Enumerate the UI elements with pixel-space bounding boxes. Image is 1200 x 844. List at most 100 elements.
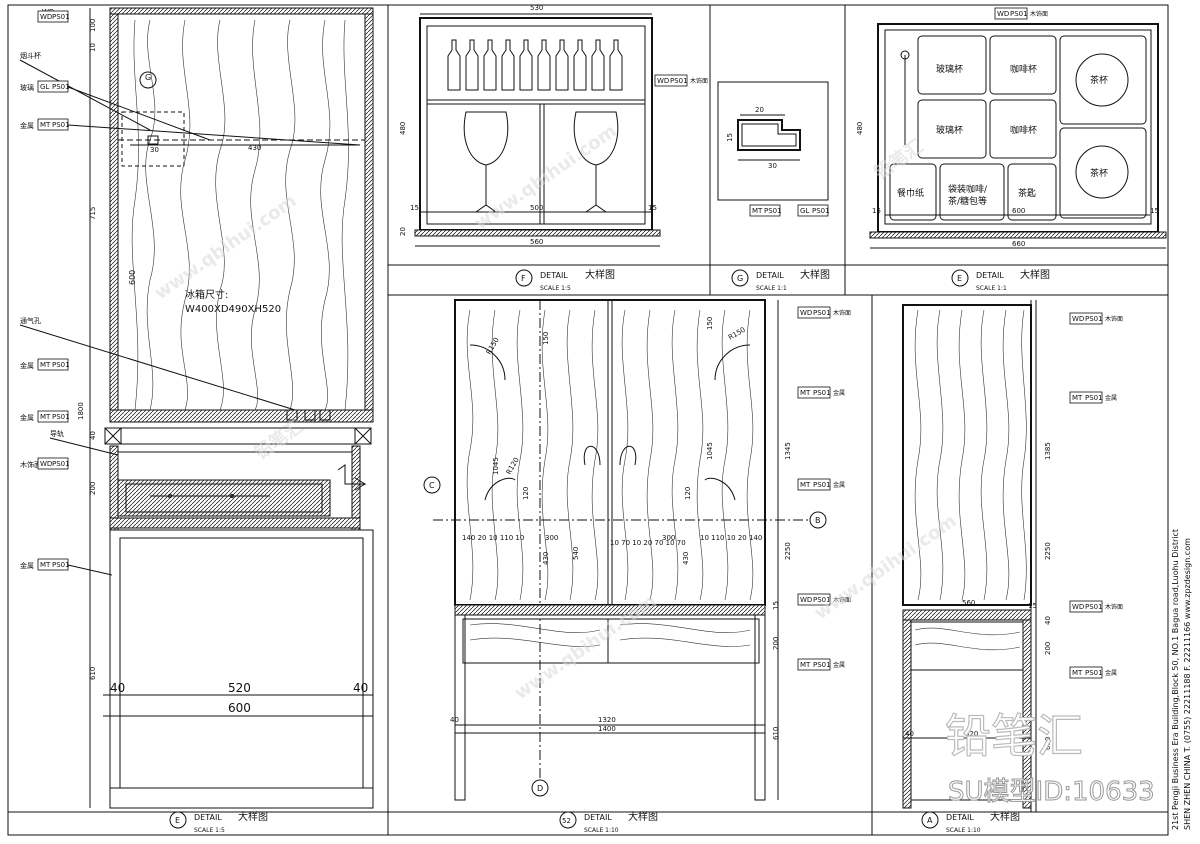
dim-f-15b: 15: [648, 204, 657, 212]
tag-a-wd-1-note: 木饰面: [1105, 315, 1123, 323]
tag-c-mt-3: MT: [800, 661, 811, 669]
detail-g-profile: 20 30 15 MT PS01 GL PS01 G DETAIL 大样图 SC…: [717, 81, 830, 292]
tag-c-mt-2-ps: PS01: [813, 481, 831, 489]
tag-a-mt-1: MT: [1072, 394, 1083, 402]
tray-napkin: 餐巾纸: [897, 187, 924, 199]
dim-c-1400: 1400: [598, 725, 616, 733]
watermark-model-id: SU模型ID:10633: [948, 777, 1155, 807]
tray-glass-cup-1: 玻璃杯: [936, 63, 963, 75]
tray-coffee-cup-2: 咖啡杯: [1010, 124, 1037, 136]
detail-a-label: DETAIL: [946, 813, 974, 822]
dim-c-small2: 10 70 10 20 70 10 70: [610, 539, 686, 547]
tag-a-mt-1-note: 金属: [1105, 394, 1117, 402]
dim-c-small3: 10 110 10 20 140: [700, 534, 762, 542]
sidebar-city: SHEN ZHEN CHINA T. (0755) 22211188 F. 22…: [1183, 538, 1192, 830]
detail-e-title-block: E DETAIL 大样图 SCALE 1:5: [169, 810, 268, 834]
dim-g-30: 30: [768, 162, 777, 170]
tag-a-wd-1-ps: PS01: [1085, 315, 1103, 323]
callout-g-circle: [139, 71, 157, 89]
tag-g-gl-ps: PS01: [812, 207, 830, 215]
marker-d: D: [537, 784, 543, 793]
dim-c-120b: 120: [684, 487, 692, 500]
dim-a-560: 560: [962, 599, 975, 607]
dim-f-15: 15: [410, 204, 419, 212]
detail-e-scale: SCALE 1:5: [194, 827, 225, 834]
dim-c-1045b: 1045: [706, 442, 714, 460]
label-wood-l: 木饰面: [20, 460, 41, 469]
marker-e-id: E: [175, 816, 180, 825]
dim-left-100: 100: [89, 19, 97, 32]
tag-f-wd-ps: PS01: [670, 77, 688, 85]
wine-glasses: [463, 111, 619, 213]
dim-c-300b: 300: [662, 534, 675, 542]
dim-c-430a: 430: [542, 552, 550, 565]
detail-f-scale: SCALE 1:5: [540, 285, 571, 292]
dim-c-small: 140 20 10 110 10: [462, 534, 524, 542]
tag-wd-2-ps: PS01: [52, 460, 70, 468]
tag-a-wd-2-ps: PS01: [1085, 603, 1103, 611]
dim-f-530: 530: [530, 4, 543, 12]
tag-mt-4: MT: [40, 561, 51, 569]
dim-c-1345: 1345: [784, 442, 792, 460]
dim-c-2250: 2250: [784, 542, 792, 560]
tag-gl-ps: PS01: [52, 83, 70, 91]
fridge-size-value: W400XD490XH520: [185, 304, 281, 315]
tray-coffee-bag-2: 茶/糖包等: [948, 195, 987, 207]
watermark-logo: 铅笔汇: [945, 709, 1083, 763]
tag-c-mt-3-note: 金属: [833, 661, 845, 669]
tag-wd-top-code: WD: [40, 13, 52, 21]
dim-left-610: 610: [89, 667, 97, 680]
dim-g-15: 15: [726, 133, 734, 142]
dim-f-560: 560: [530, 238, 543, 246]
detail-e-tray: WD PS01 木饰面 玻璃杯 咖啡杯 茶杯 玻璃杯 咖啡杯 茶杯 餐巾纸 袋装…: [856, 7, 1167, 292]
dim-e-480: 480: [856, 122, 864, 135]
sidebar-address: 21st Pengji Business Era Building,Block …: [1171, 529, 1180, 830]
tag-gl: GL: [40, 83, 49, 91]
detail-etop-title: 大样图: [1020, 268, 1050, 281]
dim-f-20: 20: [399, 227, 407, 236]
marker-f-id: F: [521, 274, 526, 283]
tag-c-mt-2: MT: [800, 481, 811, 489]
tag-mt-2-ps: PS01: [52, 361, 70, 369]
tag-wd-2: WD: [40, 460, 52, 468]
tag-f-note: 木饰面: [690, 77, 708, 85]
tag-c-mt-1-ps: PS01: [813, 389, 831, 397]
tag-f-wd: WD: [657, 77, 669, 85]
dim-g-20: 20: [755, 106, 764, 114]
marker-a-id: A: [927, 816, 933, 825]
elevation-c-front: B C D 140 20 10 110 10 300 10 70 10 20 7…: [423, 299, 851, 834]
tag-etray-note: 木饰面: [1030, 10, 1048, 18]
label-metal-l: 金属: [20, 121, 34, 130]
tag-g-mt: MT: [752, 207, 763, 215]
tag-c-mt-1-note: 金属: [833, 389, 845, 397]
tag-g-gl: GL: [800, 207, 809, 215]
tray-tea-cup-1: 茶杯: [1090, 74, 1108, 86]
address-sidebar: 21st Pengji Business Era Building,Block …: [1171, 529, 1192, 830]
detail-a-scale: SCALE 1:10: [946, 827, 981, 834]
tray-spoon: 茶匙: [1018, 187, 1036, 199]
tag-a-wd-1: WD: [1072, 315, 1084, 323]
dim-c-610: 610: [772, 727, 780, 740]
dim-c-120a: 120: [522, 487, 530, 500]
wine-bottles: [447, 39, 623, 91]
dim-c-200: 200: [772, 637, 780, 650]
tag-mt-1: MT: [40, 121, 51, 129]
dim-c-r150a: R150: [485, 336, 501, 356]
tag-c-wd-2-note: 木饰面: [833, 596, 851, 604]
tag-c-mt-1: MT: [800, 389, 811, 397]
detail-g-title: 大样图: [800, 268, 830, 281]
marker-c: C: [429, 481, 435, 490]
tag-g-mt-ps: PS01: [764, 207, 782, 215]
tray-glass-cup-2: 玻璃杯: [936, 124, 963, 136]
dim-left-10: 10: [89, 43, 97, 52]
tag-a-wd-2-note: 木饰面: [1105, 603, 1123, 611]
tag-c-wd-1: WD: [800, 309, 812, 317]
tag-etray-wd-ps: PS01: [1010, 10, 1028, 18]
dim-f-500: 500: [530, 204, 543, 212]
dim-c-r150b: R150: [727, 326, 747, 342]
dim-c-1045a: 1045: [492, 457, 500, 475]
watermark-site-1: www.qbihui.com: [151, 191, 301, 305]
dim-left-40a: 40: [89, 431, 97, 440]
tag-a-mt-2: MT: [1072, 669, 1083, 677]
dim-c-1320: 1320: [598, 716, 616, 724]
